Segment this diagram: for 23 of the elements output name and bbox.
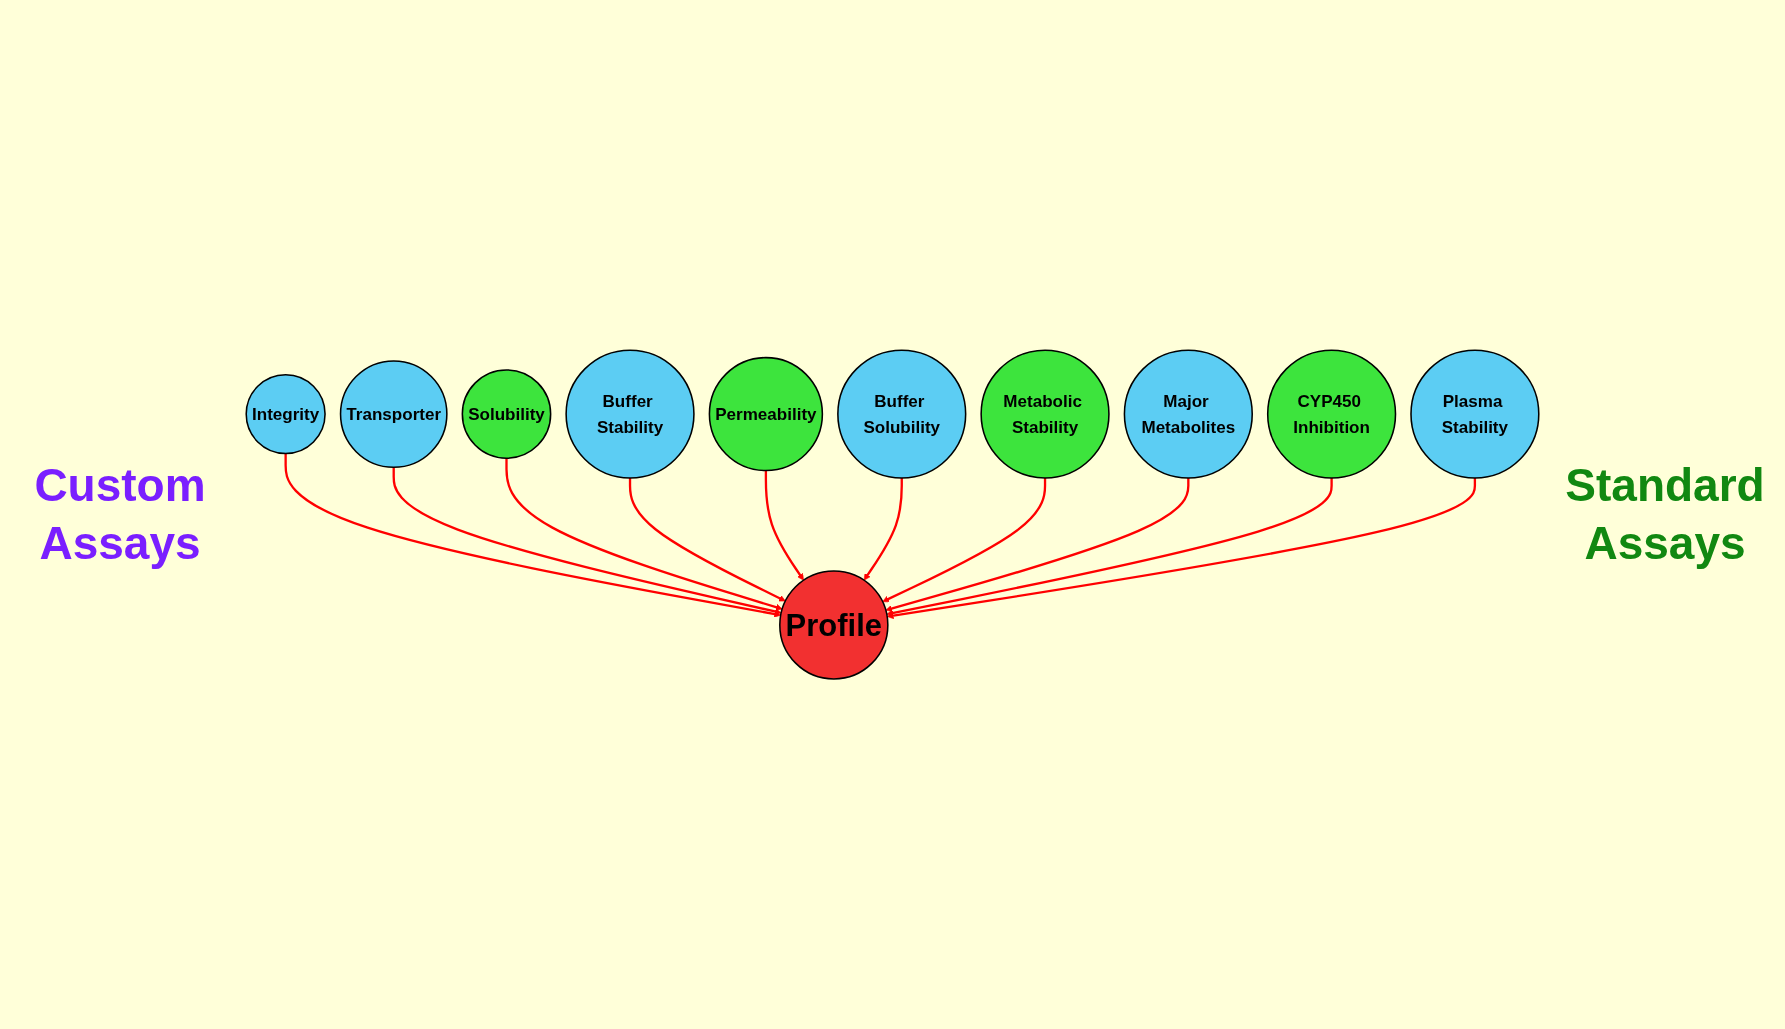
arrow: [885, 477, 1190, 612]
arrow: [764, 470, 804, 581]
arrow: [284, 453, 781, 618]
node-circle: Permeability: [708, 356, 824, 472]
node-circle: Buffer Solubility: [837, 349, 967, 479]
node-circle: Profile: [779, 570, 889, 680]
node-circle: CYP450 Inhibition: [1266, 349, 1397, 479]
arrow: [882, 477, 1047, 603]
group-label: Standard Assays: [1564, 458, 1766, 571]
node-circle: Major Metabolites: [1123, 349, 1253, 479]
arrow: [863, 477, 903, 581]
arrow: [505, 458, 783, 611]
node-circle: Metabolic Stability: [980, 349, 1110, 479]
arrow: [886, 477, 1333, 617]
node-circle: Plasma Stability: [1410, 349, 1540, 479]
arrow: [628, 477, 786, 602]
node-circle: Solubility: [461, 369, 552, 459]
node-circle: Transporter: [339, 360, 448, 468]
group-label: Custom Assays: [33, 458, 207, 571]
arrow: [886, 477, 1477, 619]
arrow: [392, 467, 782, 615]
node-circle: Integrity: [245, 373, 326, 455]
node-circle: Buffer Stability: [565, 349, 695, 479]
